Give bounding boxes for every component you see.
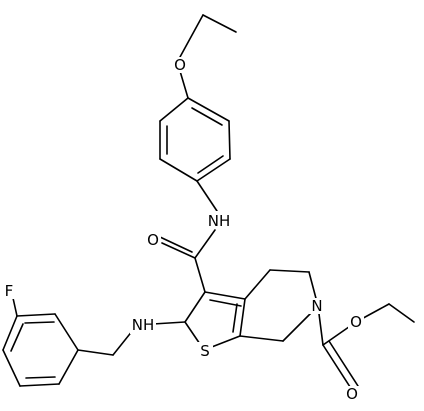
atom-ethoxy-oxygen: O bbox=[172, 56, 188, 74]
atom-fluorine: F bbox=[2, 282, 16, 300]
bond-ethyl-ch3-ch2 bbox=[202, 14, 237, 33]
bond-ethyl-ch2-o bbox=[179, 14, 204, 58]
ethoxy-oxygen-label: O bbox=[174, 56, 186, 74]
bond-ester-ch2-ch3 bbox=[388, 303, 415, 323]
atom-ester-ether-oxygen: O bbox=[348, 313, 364, 331]
bond-thio-c3a-c3 bbox=[204, 291, 246, 300]
bond-ester-co-1 bbox=[322, 344, 353, 391]
bond-aryl1-f bbox=[159, 97, 189, 122]
bond-aryl2-b bbox=[16, 313, 56, 317]
fluorine-label: F bbox=[5, 282, 14, 300]
bond-thio-c3-c2 bbox=[184, 291, 206, 323]
atom-amide-carbonyl-oxygen: O bbox=[145, 231, 161, 249]
atom-amide-nh: NH bbox=[206, 211, 232, 230]
bond-aryl-nh bbox=[196, 180, 218, 212]
bond-thio-double-1 bbox=[209, 299, 242, 307]
bond-carbonyl-thiophene bbox=[194, 257, 206, 293]
bond-carbonyl-o-1 bbox=[161, 242, 196, 259]
bond-nh-ch2 bbox=[112, 329, 134, 356]
bond-thio-c7a-c3a bbox=[239, 298, 246, 337]
ester-ether-oxygen-label: O bbox=[350, 313, 362, 331]
atom-sulfur: S bbox=[197, 342, 213, 360]
bond-aryl1-inner-1 bbox=[191, 107, 223, 126]
bond-carbonyl-o-2 bbox=[159, 236, 193, 253]
bond-ch2-aryl bbox=[77, 349, 114, 356]
ring-nitrogen-label: N bbox=[311, 297, 322, 315]
bond-pyr-c4-c5 bbox=[269, 269, 310, 273]
bond-layer bbox=[2, 14, 415, 391]
bond-aryl2-f bbox=[58, 349, 79, 385]
sulfur-label: S bbox=[200, 342, 210, 360]
bond-ester-co-2 bbox=[328, 340, 359, 387]
bond-aryl2-e bbox=[19, 383, 60, 387]
bond-aryl1-c bbox=[196, 158, 231, 182]
bond-nh-carbonyl bbox=[194, 229, 216, 259]
amide-nh-label: NH bbox=[208, 212, 231, 230]
bond-aryl2-inner-1 bbox=[24, 321, 55, 324]
bond-aryl1-d bbox=[159, 158, 198, 182]
ester-carbonyl-oxygen-label: O bbox=[346, 385, 358, 403]
atom-ring-nitrogen: N bbox=[309, 297, 326, 315]
bond-aryl1-b bbox=[228, 120, 231, 160]
bond-aryl2-a bbox=[54, 313, 79, 351]
bond-thio-nh bbox=[152, 321, 186, 325]
bond-aryl2-c bbox=[2, 315, 18, 351]
bond-aryl2-d bbox=[2, 349, 21, 387]
bond-thio-double-2 bbox=[232, 303, 238, 333]
bond-aryl-f bbox=[12, 297, 18, 317]
bond-pyr-c3a-c4 bbox=[244, 269, 271, 300]
atom-thienyl-amine-nh: NH bbox=[130, 316, 156, 334]
bond-aryl1-a bbox=[187, 97, 230, 122]
bond-o-aryl bbox=[179, 70, 189, 99]
bond-aryl2-inner-3 bbox=[10, 323, 24, 352]
bond-aryl1-inner-2 bbox=[197, 155, 224, 174]
amide-oxygen-label: O bbox=[147, 231, 159, 249]
atom-ester-carbonyl-oxygen: O bbox=[344, 385, 360, 403]
thienyl-amine-nh-label: NH bbox=[132, 316, 155, 334]
bond-aryl2-inner-2 bbox=[25, 376, 56, 379]
atom-label-layer: O NH O NH F S N O bbox=[2, 56, 364, 403]
bond-pyr-c7-c7a bbox=[239, 335, 284, 342]
